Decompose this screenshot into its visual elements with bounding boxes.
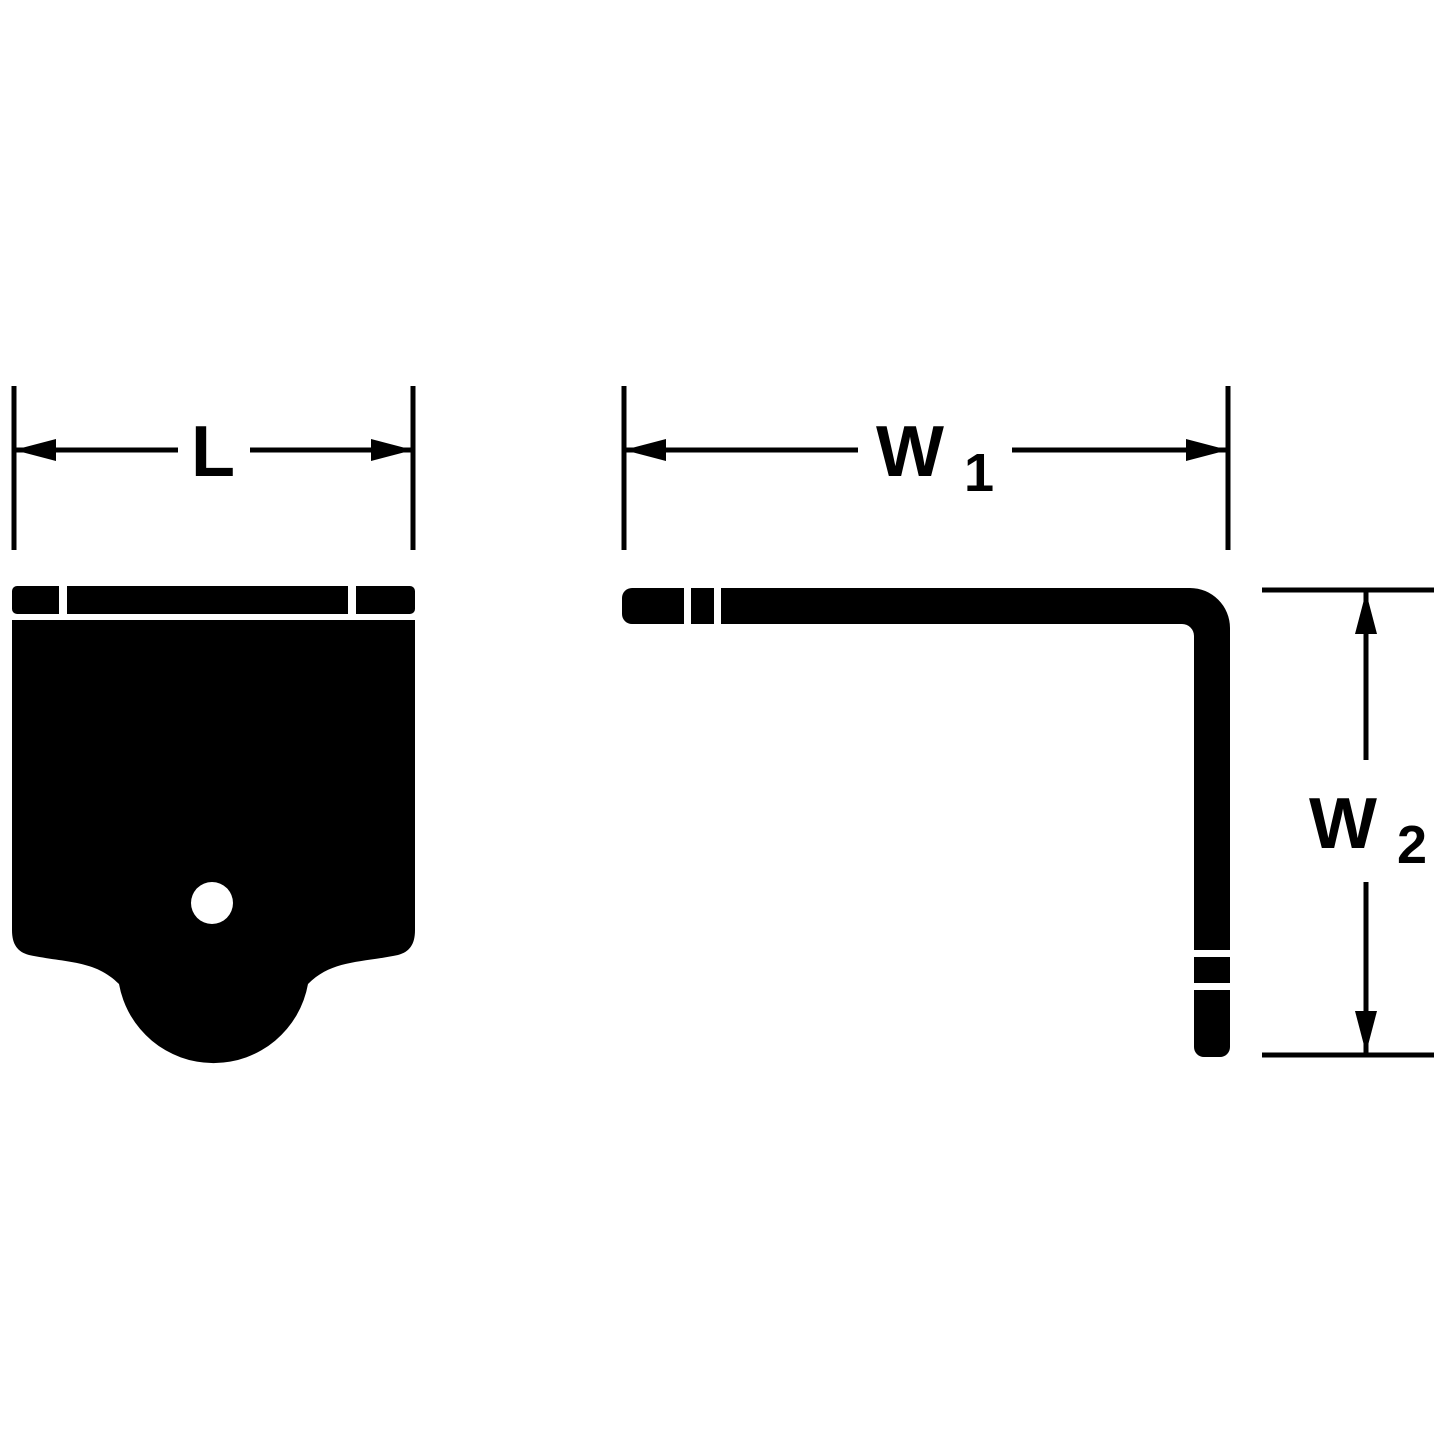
arrowhead-right — [371, 439, 413, 461]
dimension-width2: W 2 — [1262, 587, 1434, 1058]
dimension-length: L — [11, 386, 416, 550]
arrowhead-right — [1186, 439, 1228, 461]
label-gap — [1306, 760, 1430, 882]
front-bend-marks — [59, 586, 356, 614]
part-body — [12, 620, 415, 1064]
bend-tick — [59, 586, 67, 614]
side-view — [622, 588, 1230, 1057]
bend-tick — [1194, 950, 1230, 957]
part-top-strip — [12, 586, 415, 614]
profile-bend-marks — [684, 588, 1230, 990]
front-view — [12, 586, 415, 1064]
arrowhead-down — [1355, 1011, 1377, 1053]
label-gap — [858, 412, 1012, 488]
arrowhead-up — [1355, 592, 1377, 634]
dimension-width1: W 1 — [621, 386, 1231, 550]
bend-tick — [348, 586, 356, 614]
dimension-label-width2: W 2 — [1309, 784, 1427, 875]
dimension-label-length: L — [191, 412, 235, 492]
label-subscript: 1 — [964, 443, 994, 503]
dimension-label-width1: W 1 — [876, 412, 994, 503]
arrowhead-left — [624, 439, 666, 461]
mounting-hole — [191, 882, 233, 924]
label-base: W — [1309, 784, 1377, 864]
label-gap — [178, 412, 250, 488]
bend-tick — [684, 588, 691, 624]
label-subscript: 2 — [1397, 815, 1427, 875]
label-base: W — [876, 412, 944, 492]
arrowhead-left — [14, 439, 56, 461]
bend-tick — [714, 588, 721, 624]
bend-tick — [1194, 983, 1230, 990]
